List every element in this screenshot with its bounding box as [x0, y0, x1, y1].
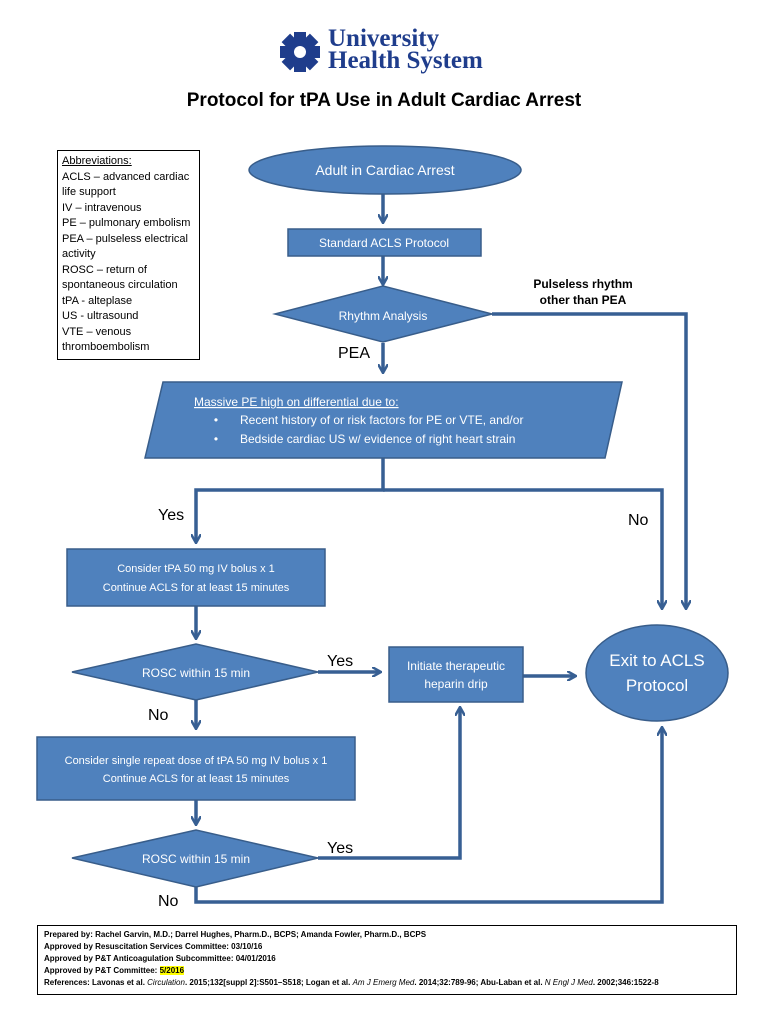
rhythm-diamond — [272, 285, 493, 343]
star-emblem-icon — [280, 32, 320, 72]
ref-journal-3: N Engl J Med — [544, 978, 593, 987]
tpa2-box — [36, 736, 356, 801]
approved-pt-date: 5/2016 — [159, 966, 185, 975]
ref-mid-1: . 2015;132[suppl 2]:S501–S518; Logan et … — [184, 978, 353, 987]
heparin-line-1: Initiate therapeutic — [407, 659, 505, 673]
bullet-icon: • — [214, 432, 218, 446]
yes-label-3: Yes — [327, 840, 353, 857]
abbrev-item: IV – intravenous — [62, 201, 142, 214]
acls-label: Standard ACLS Protocol — [319, 236, 449, 250]
yes-label-2: Yes — [327, 653, 353, 670]
prepared-by: Prepared by: Rachel Garvin, M.D.; Darrel… — [44, 930, 427, 939]
massive-pe-heading: Massive PE high on differential due to: — [194, 395, 399, 409]
approved-pt-label: Approved by P&T Committee: — [44, 966, 160, 975]
arrow-pulseless-to-exit — [492, 312, 686, 608]
abbrev-item: PEA – pulseless electrical activity — [62, 232, 188, 261]
start-oval — [248, 145, 522, 195]
no-label-1: No — [628, 512, 649, 529]
ref-journal-2: Am J Emerg Med — [352, 978, 415, 987]
arrow-yes-to-tpa1 — [196, 458, 385, 542]
bullet-icon: • — [214, 413, 218, 427]
flowchart: Adult in Cardiac Arrest Standard ACLS Pr… — [36, 145, 729, 910]
logo-line-1: University — [328, 25, 440, 52]
rosc1-diamond — [71, 643, 319, 701]
abbrev-item: ACLS – advanced cardiac life support — [62, 170, 190, 199]
no-label-2: No — [148, 707, 169, 724]
abbrev-item: tPA - alteplase — [62, 294, 133, 307]
tpa1-box — [66, 548, 326, 607]
rhythm-label: Rhythm Analysis — [339, 309, 428, 323]
abbrev-item: PE – pulmonary embolism — [62, 217, 191, 229]
no-label-3: No — [158, 893, 179, 910]
pea-label: PEA — [338, 345, 370, 362]
abbrev-item: ROSC – return of spontaneous circulation — [62, 263, 178, 292]
tpa1-line-1: Consider tPA 50 mg IV bolus x 1 — [117, 563, 275, 575]
approved-line: Approved by P&T Committee: 5/2016 — [44, 965, 730, 977]
approved-line: Approved by P&T Anticoagulation Subcommi… — [44, 954, 276, 963]
heparin-line-2: heparin drip — [424, 677, 488, 691]
massive-pe-box — [144, 381, 623, 459]
arrow-rosc2-yes-to-heparin — [318, 708, 460, 860]
abbreviations-box: Abbreviations: ACLS – advanced cardiac l… — [57, 150, 200, 360]
heparin-box — [388, 646, 524, 703]
exit-line-2: Protocol — [626, 676, 688, 695]
arrow-no-to-exit — [383, 488, 662, 608]
ref-prefix: References: Lavonas et al. — [44, 978, 148, 987]
tpa1-line-2: Continue ACLS for at least 15 minutes — [103, 582, 290, 594]
acls-box — [287, 228, 482, 257]
logo-wordmark: University Health System — [328, 25, 483, 74]
ref-mid-2: . 2014;32:789-96; Abu-Laban et al. — [414, 978, 545, 987]
abbrev-item: US - ultrasound — [62, 310, 139, 322]
tpa2-line-1: Consider single repeat dose of tPA 50 mg… — [65, 755, 328, 767]
page-title: Protocol for tPA Use in Adult Cardiac Ar… — [186, 90, 582, 111]
massive-pe-bullet: Bedside cardiac US w/ evidence of right … — [240, 432, 515, 446]
massive-pe-bullet: Recent history of or risk factors for PE… — [240, 413, 523, 427]
footer-box: Prepared by: Rachel Garvin, M.D.; Darrel… — [37, 925, 737, 995]
start-label: Adult in Cardiac Arrest — [315, 162, 454, 178]
ref-journal-1: Circulation — [147, 978, 185, 987]
exit-oval — [585, 624, 729, 722]
rosc1-label: ROSC within 15 min — [142, 666, 250, 680]
ref-end: . 2002;346:1522-8 — [592, 978, 659, 987]
arrow-rosc2-no-to-exit — [194, 728, 662, 904]
rosc2-label: ROSC within 15 min — [142, 852, 250, 866]
approved-line: Approved by Resuscitation Services Commi… — [44, 942, 263, 951]
pulseless-label-2: other than PEA — [540, 293, 627, 307]
pulseless-label-1: Pulseless rhythm — [533, 277, 632, 291]
tpa2-line-2: Continue ACLS for at least 15 minutes — [103, 773, 290, 785]
exit-line-1: Exit to ACLS — [609, 651, 704, 670]
abbreviations-heading: Abbreviations: — [62, 155, 132, 167]
logo-line-2: Health System — [328, 47, 483, 74]
yes-label-1: Yes — [158, 507, 184, 524]
abbrev-item: VTE – venous thromboembolism — [62, 325, 150, 354]
references-line: References: Lavonas et al. Circulation. … — [44, 977, 730, 989]
university-health-system-logo: University Health System — [278, 25, 498, 78]
rosc2-diamond — [71, 829, 319, 888]
